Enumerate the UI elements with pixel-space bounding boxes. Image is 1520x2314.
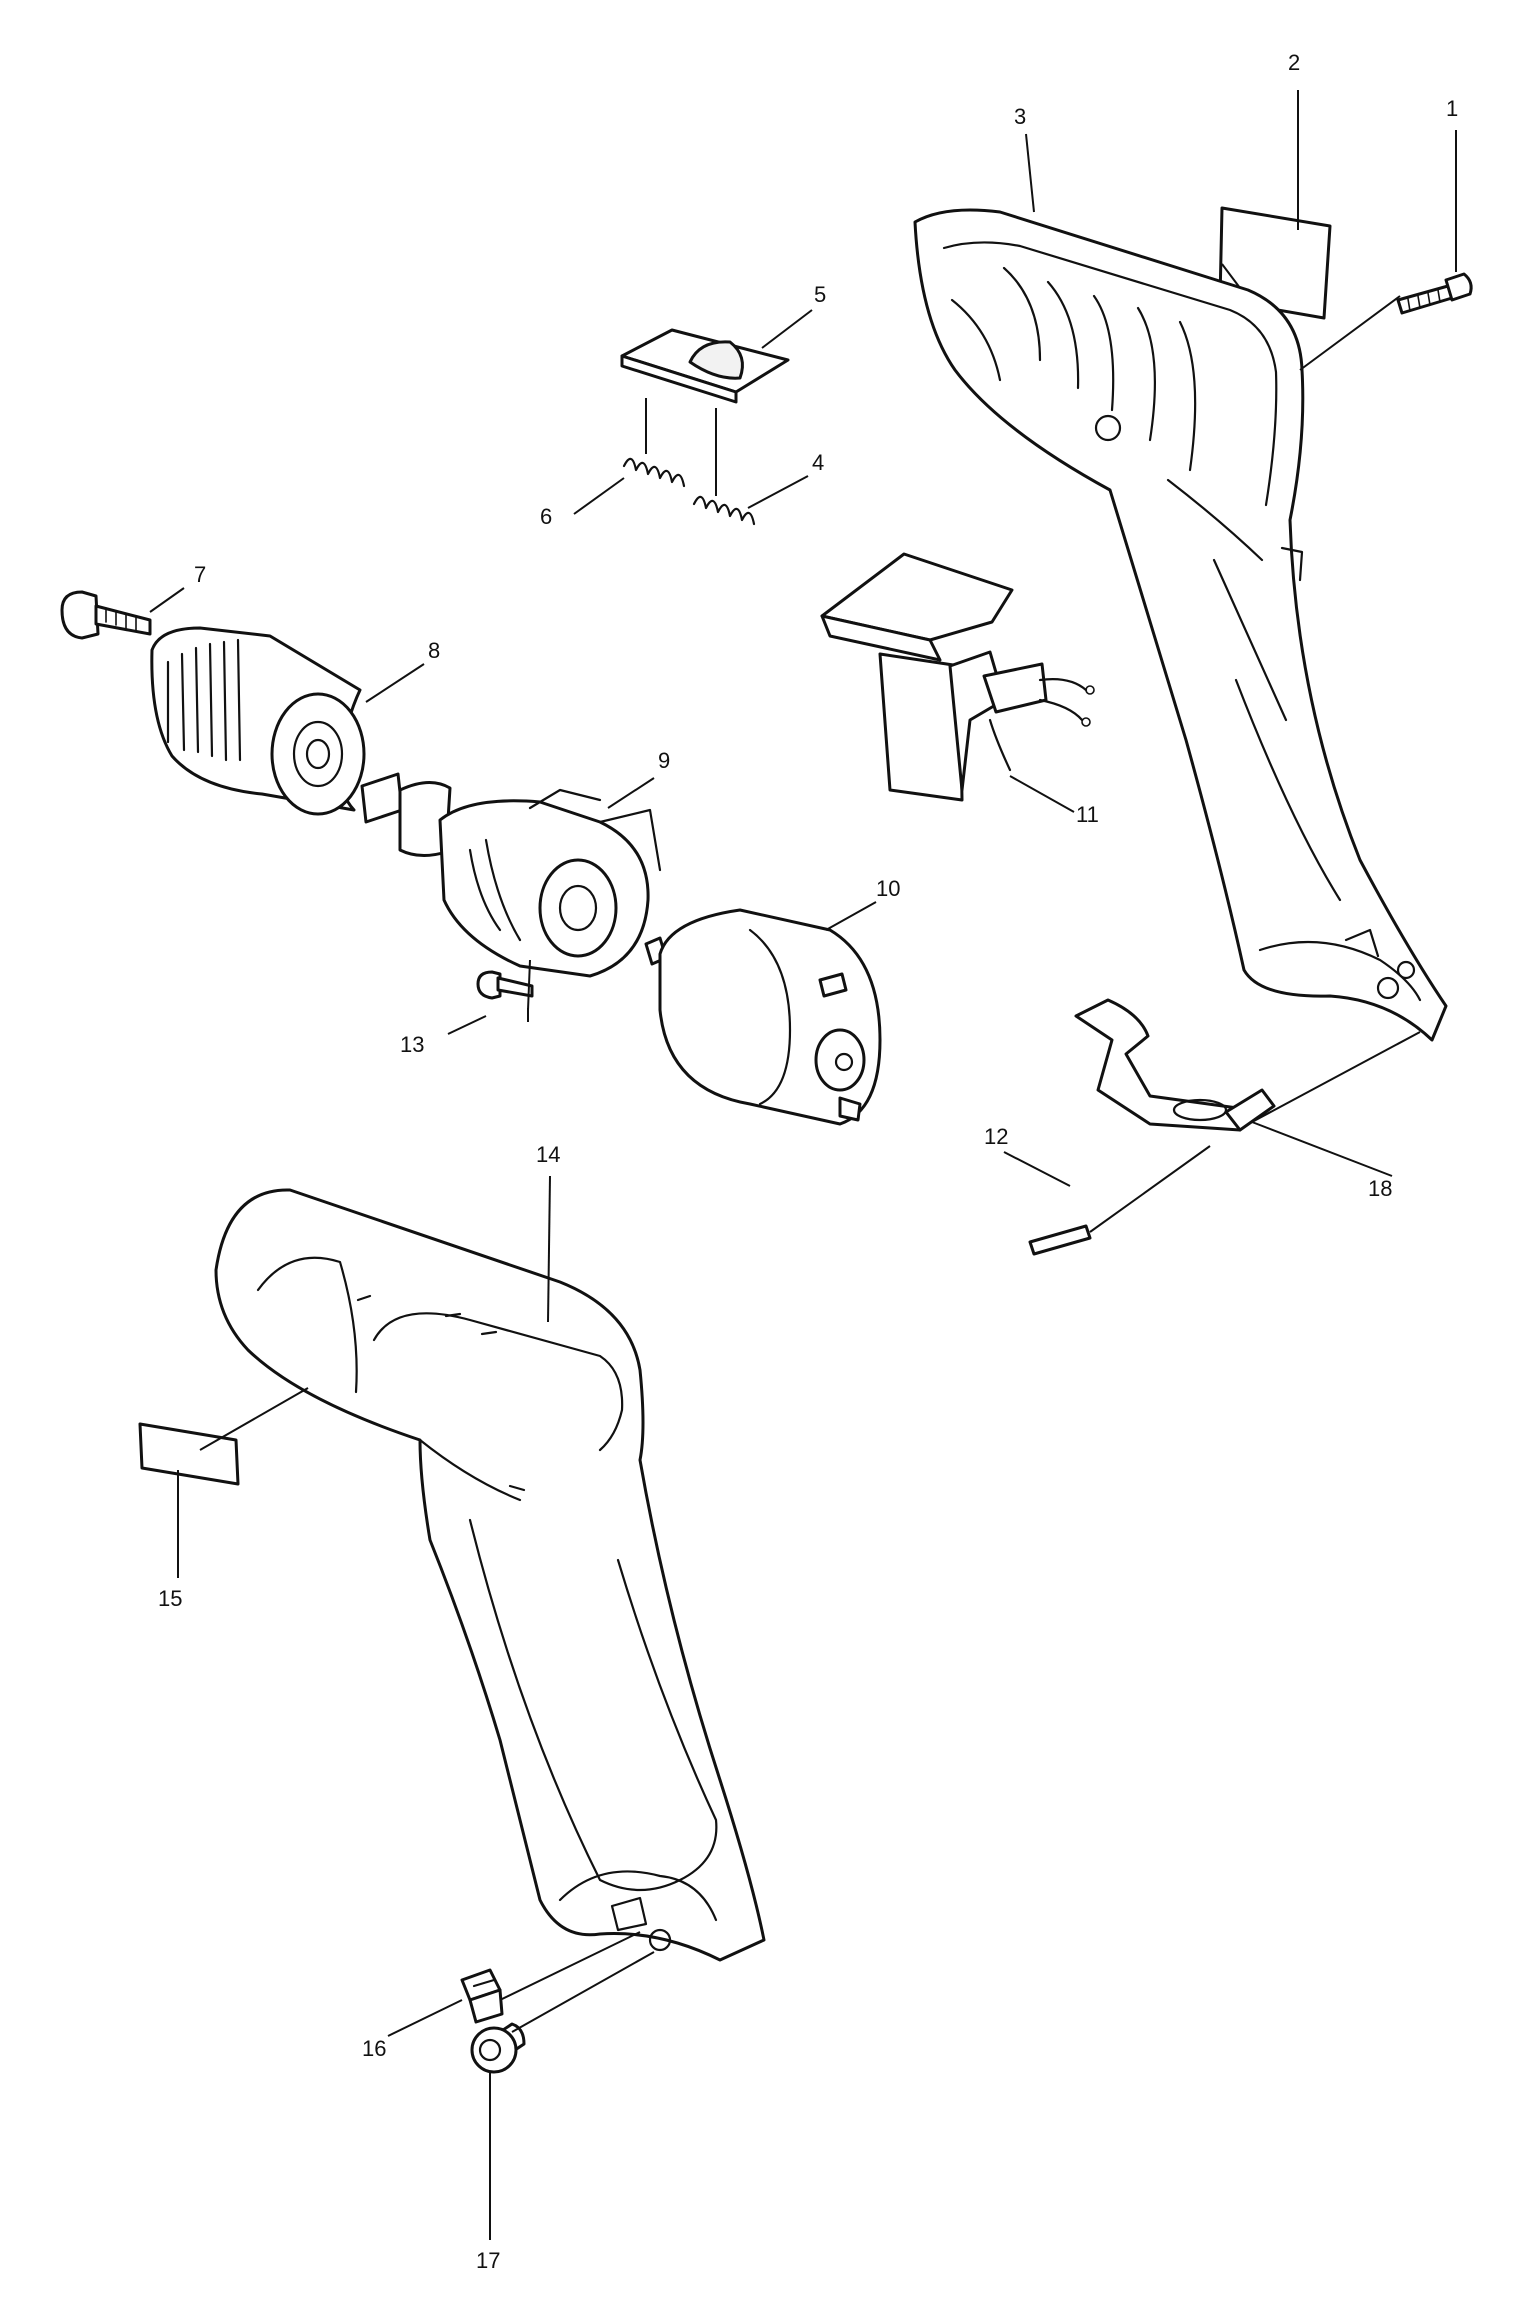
part-3-housing-half[interactable]	[913, 208, 1448, 1042]
callout-1: 1	[1446, 96, 1458, 121]
part-5-lever-cap[interactable]	[620, 328, 790, 404]
part-1-screw[interactable]	[1396, 272, 1473, 315]
callout-7: 7	[194, 562, 206, 587]
part-14-housing-half[interactable]	[214, 1188, 766, 1962]
callout-12: 12	[984, 1124, 1008, 1149]
callout-16: 16	[362, 2036, 386, 2061]
part-17-plug[interactable]	[470, 2022, 526, 2074]
callout-6: 6	[540, 504, 552, 529]
callout-17: 17	[476, 2248, 500, 2273]
callout-14: 14	[536, 1142, 560, 1167]
part-18-holder-plate[interactable]	[1074, 998, 1276, 1132]
part-6-spring[interactable]	[622, 457, 686, 488]
part-16-clip[interactable]	[460, 1968, 504, 2024]
part-4-spring[interactable]	[692, 495, 756, 526]
callout-9: 9	[658, 748, 670, 773]
callout-11: 11	[1076, 802, 1099, 827]
callout-3: 3	[1014, 104, 1026, 129]
callout-4: 4	[812, 450, 824, 475]
part-8-chuck[interactable]	[150, 626, 366, 816]
callout-18: 18	[1368, 1176, 1392, 1201]
part-7-chuck-screw[interactable]	[60, 590, 152, 640]
leader-lines	[149, 90, 1457, 2240]
callout-8: 8	[428, 638, 440, 663]
callout-10: 10	[876, 876, 900, 901]
part-11-switch[interactable]	[820, 552, 1095, 802]
part-10-motor[interactable]	[644, 908, 882, 1126]
part-9-gear-assembly[interactable]	[360, 772, 662, 978]
callout-15: 15	[158, 1586, 182, 1611]
part-12-pin[interactable]	[1028, 1224, 1092, 1256]
callout-13: 13	[400, 1032, 424, 1057]
callout-5: 5	[814, 282, 826, 307]
part-13-screw[interactable]	[476, 970, 534, 1000]
callout-labels: 1 2 3 5 4 6 7 8 9 10 11 13 12 18 14 15 1…	[158, 50, 1458, 2273]
callout-2: 2	[1288, 50, 1300, 75]
part-15-label[interactable]	[138, 1422, 240, 1486]
